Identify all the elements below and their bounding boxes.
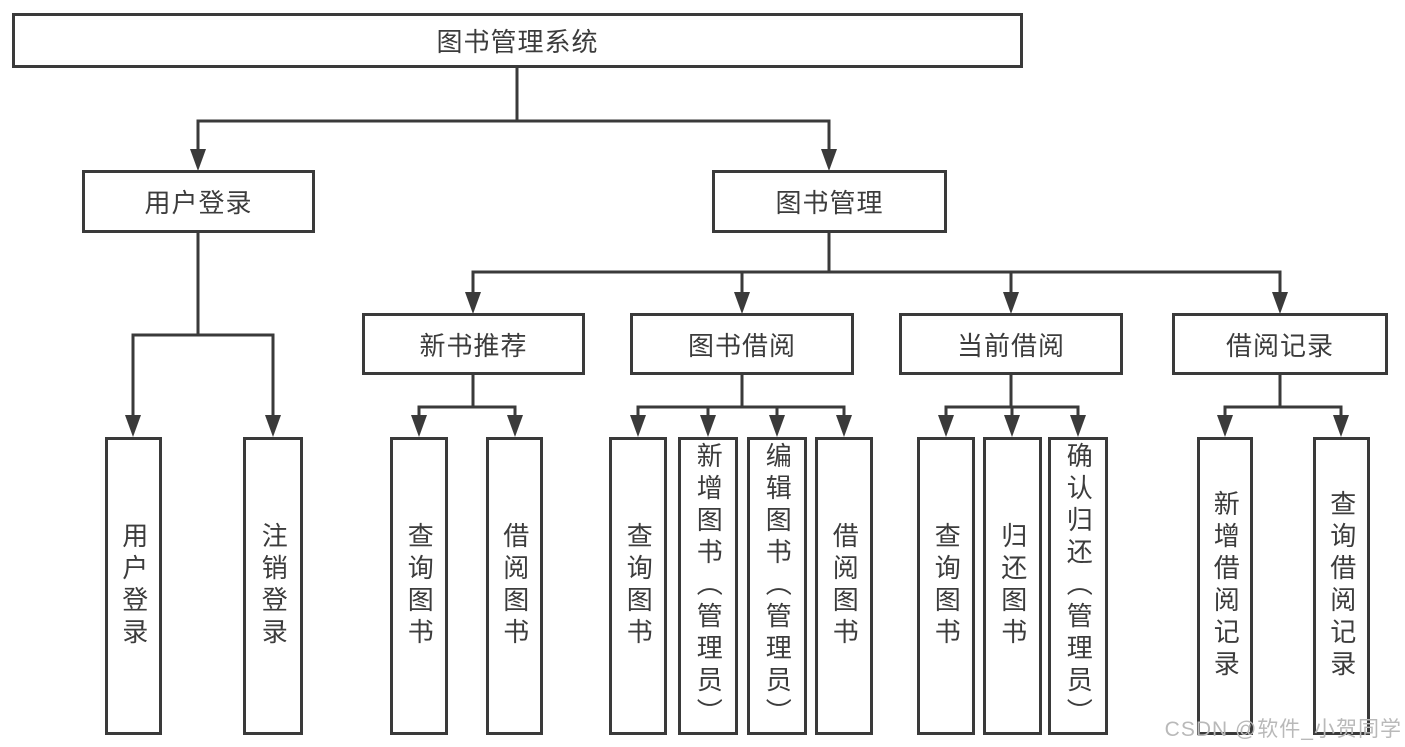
arrowhead xyxy=(411,415,427,437)
arrowhead xyxy=(630,415,646,437)
csdn-watermark: CSDN @软件_小贺同学 xyxy=(1164,718,1402,741)
edge-user-login-group xyxy=(131,231,275,419)
edge-current-borrow-group xyxy=(944,373,1080,419)
arrowhead xyxy=(1333,415,1349,437)
arrowhead xyxy=(821,149,837,171)
leaf-edit-book-admin: 编辑图书（管理员） xyxy=(747,437,807,735)
arrowhead xyxy=(700,415,716,437)
arrowhead xyxy=(1217,415,1233,437)
leaf-edit-book-admin-label: 编辑图书（管理员） xyxy=(762,442,793,730)
node-book-borrow: 图书借阅 xyxy=(630,313,854,375)
node-new-book-rec-label: 新书推荐 xyxy=(419,330,528,361)
edge-new-book-rec-group xyxy=(417,373,517,419)
arrowhead xyxy=(1004,415,1020,437)
node-root-label: 图书管理系统 xyxy=(436,27,599,57)
leaf-logout-label: 注销登录 xyxy=(258,522,289,650)
node-user-login: 用户登录 xyxy=(82,170,315,233)
leaf-return-book: 归还图书 xyxy=(983,437,1042,735)
node-borrow-records: 借阅记录 xyxy=(1172,313,1388,375)
leaf-query-book-2-label: 查询图书 xyxy=(623,522,654,650)
leaf-confirm-return-admin-label: 确认归还（管理员） xyxy=(1063,442,1094,730)
edge-borrow-records-group xyxy=(1223,373,1343,419)
leaf-borrow-book-2: 借阅图书 xyxy=(815,437,873,735)
leaf-add-borrow-record-label: 新增借阅记录 xyxy=(1210,490,1241,682)
edge-book-mgmt-group xyxy=(471,231,1282,296)
arrowheads xyxy=(125,149,1349,437)
node-root: 图书管理系统 xyxy=(12,13,1023,68)
leaf-query-book-3: 查询图书 xyxy=(917,437,975,735)
node-book-mgmt-label: 图书管理 xyxy=(775,188,884,218)
leaf-borrow-book-1: 借阅图书 xyxy=(486,437,543,735)
leaf-logout: 注销登录 xyxy=(243,437,303,735)
node-new-book-rec: 新书推荐 xyxy=(362,313,585,375)
leaf-add-book-admin: 新增图书（管理员） xyxy=(678,437,738,735)
node-book-mgmt: 图书管理 xyxy=(712,170,947,233)
node-current-borrow: 当前借阅 xyxy=(899,313,1123,375)
leaf-query-book-1-label: 查询图书 xyxy=(404,522,435,650)
node-user-login-label: 用户登录 xyxy=(144,188,253,218)
arrowhead xyxy=(1070,415,1086,437)
arrowhead xyxy=(465,292,481,314)
leaf-user-login-label: 用户登录 xyxy=(118,522,149,650)
node-borrow-records-label: 借阅记录 xyxy=(1225,330,1334,361)
arrowhead xyxy=(190,149,206,171)
leaf-query-book-2: 查询图书 xyxy=(609,437,667,735)
arrowhead xyxy=(938,415,954,437)
leaf-query-book-1: 查询图书 xyxy=(390,437,448,735)
leaf-add-book-admin-label: 新增图书（管理员） xyxy=(693,442,724,730)
arrowhead xyxy=(734,292,750,314)
arrowhead xyxy=(836,415,852,437)
leaf-confirm-return-admin: 确认归还（管理员） xyxy=(1048,437,1108,735)
arrowhead xyxy=(1003,292,1019,314)
arrowhead xyxy=(1272,292,1288,314)
node-current-borrow-label: 当前借阅 xyxy=(956,330,1065,361)
node-book-borrow-label: 图书借阅 xyxy=(687,330,796,361)
arrowhead xyxy=(265,415,281,437)
leaf-query-borrow-record-label: 查询借阅记录 xyxy=(1326,490,1357,682)
leaf-return-book-label: 归还图书 xyxy=(997,522,1028,650)
edge-book-borrow-group xyxy=(636,373,846,419)
arrowhead xyxy=(769,415,785,437)
edge-root-to-level2 xyxy=(196,66,831,153)
arrowhead xyxy=(507,415,523,437)
arrowhead xyxy=(125,415,141,437)
leaf-add-borrow-record: 新增借阅记录 xyxy=(1197,437,1253,735)
leaf-borrow-book-2-label: 借阅图书 xyxy=(829,522,860,650)
leaf-borrow-book-1-label: 借阅图书 xyxy=(499,522,530,650)
leaf-query-borrow-record: 查询借阅记录 xyxy=(1313,437,1370,735)
leaf-user-login: 用户登录 xyxy=(105,437,162,735)
leaf-query-book-3-label: 查询图书 xyxy=(931,522,962,650)
